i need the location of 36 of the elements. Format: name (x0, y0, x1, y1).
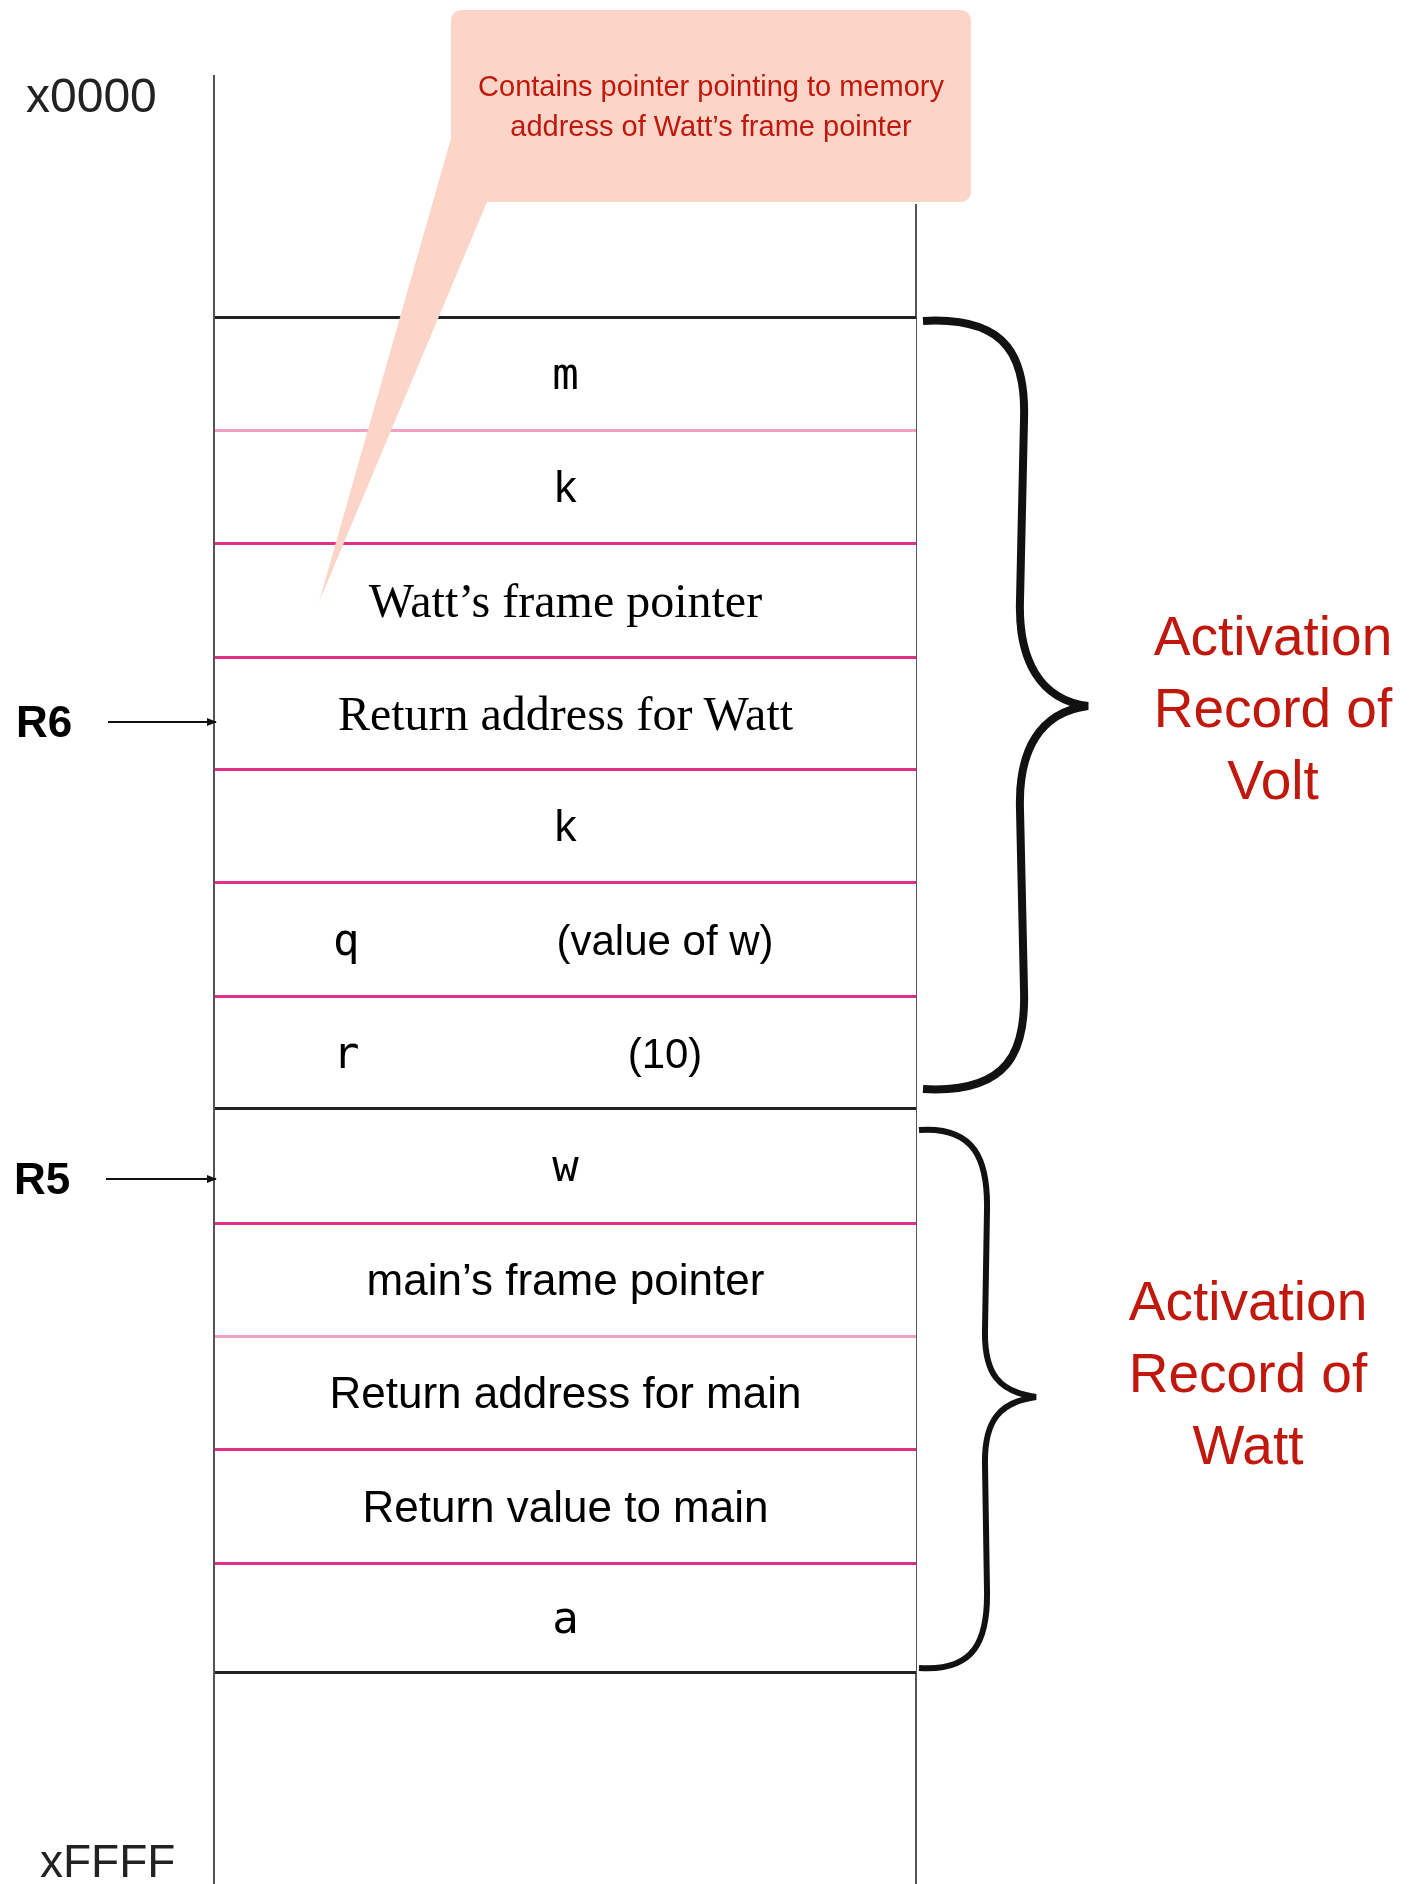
stack-entry-text: Return address for main (328, 1367, 803, 1419)
memory-cell (215, 1562, 916, 1674)
address-label: x0000 (26, 72, 157, 120)
memory-cell (215, 768, 916, 881)
memory-cell (215, 1335, 916, 1448)
brace-label: Activation Record of Volt (1152, 604, 1394, 813)
stack-entry-text: k (553, 461, 578, 513)
variable-name: q (333, 912, 360, 967)
arrow (105, 1175, 217, 1183)
memory-cell (215, 542, 916, 656)
stack-entry-text: Return address for Watt (336, 685, 795, 742)
stack-entry-text: m (551, 347, 580, 401)
arrow (107, 718, 217, 726)
stack-entry-text: k (553, 800, 578, 852)
memory-cell (215, 881, 916, 995)
variable-value: (value of w) (556, 915, 774, 966)
stack-entry-text: Watt’s frame pointer (367, 572, 764, 629)
callout-bubble: Contains pointer pointing to memory address of Watt’s frame pointer (451, 10, 971, 202)
callout-pointer (319, 138, 487, 602)
register-label: R6 (16, 697, 108, 747)
stack-entry-text: main’s frame pointer (365, 1254, 766, 1306)
memory-cell (215, 995, 916, 1107)
register-label: R5 (14, 1154, 106, 1204)
stack-entry-text: w (551, 1139, 580, 1193)
memory-cell (215, 429, 916, 542)
variable-value: (10) (627, 1028, 703, 1079)
memory-cell (215, 1107, 916, 1222)
stack-entry-text: a (551, 1591, 580, 1645)
stack-entry-text: Return value to main (361, 1480, 770, 1533)
memory-cell (215, 316, 916, 429)
memory-cell (215, 1222, 916, 1335)
address-label: xFFFF (40, 1838, 176, 1884)
memory-cell (215, 656, 916, 768)
variable-name: r (333, 1025, 360, 1080)
memory-cell (215, 1448, 916, 1562)
brace-label: Activation Record of Watt (1127, 1269, 1369, 1478)
